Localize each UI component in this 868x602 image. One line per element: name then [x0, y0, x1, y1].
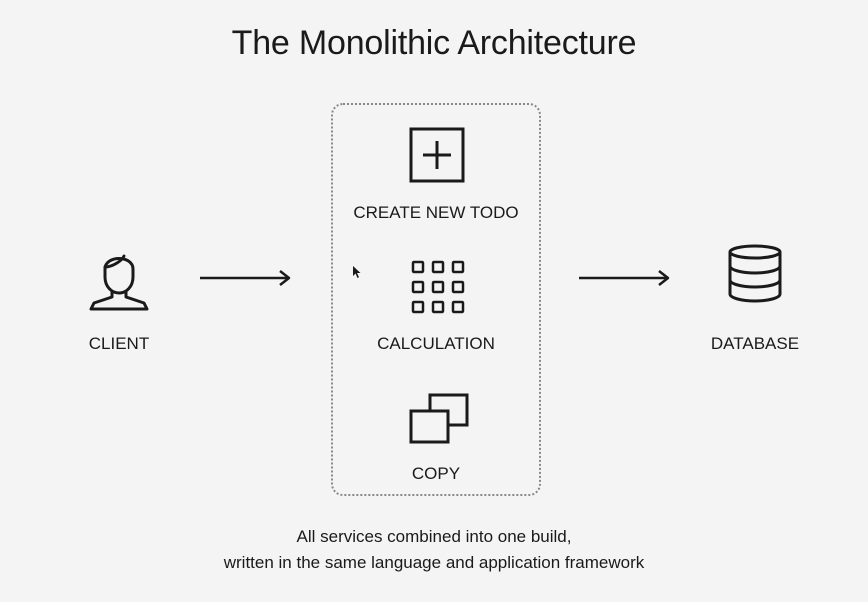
- database-label: DATABASE: [710, 334, 800, 353]
- caption-line-1: All services combined into one build,: [296, 527, 572, 546]
- arrow-monolith-to-database: [579, 270, 670, 286]
- service-label-copy: COPY: [411, 464, 461, 483]
- copy-icon: [409, 393, 469, 444]
- diagram-title: The Monolithic Architecture: [231, 24, 637, 62]
- plus-square-icon: [409, 127, 465, 183]
- user-icon: [89, 254, 149, 311]
- service-label-create-todo: CREATE NEW TODO: [353, 203, 519, 222]
- mouse-cursor-icon: [353, 266, 361, 278]
- service-label-calculation: CALCULATION: [377, 334, 495, 353]
- grid-icon: [411, 260, 465, 314]
- client-label: CLIENT: [88, 334, 150, 353]
- caption-line-2: written in the same language and applica…: [223, 553, 645, 572]
- arrow-client-to-monolith: [200, 270, 291, 286]
- database-icon: [728, 244, 782, 303]
- monolith-container: [331, 103, 541, 496]
